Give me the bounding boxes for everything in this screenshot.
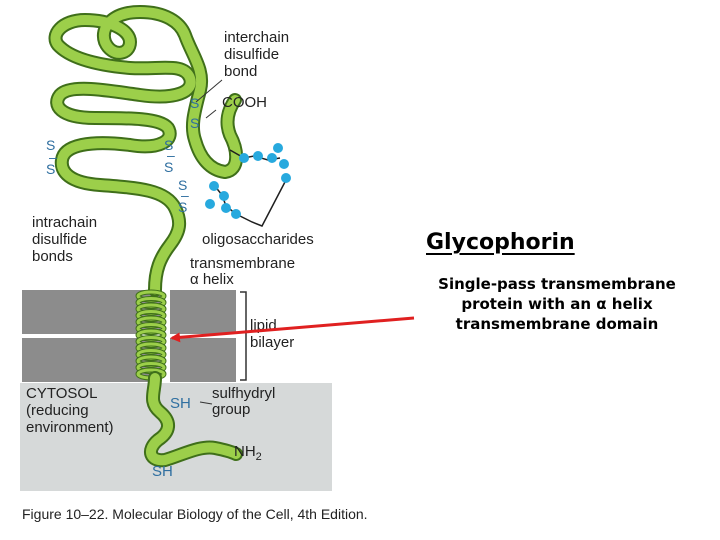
intrachain-s-3: S [164, 137, 173, 153]
disulfide-labels: S S S – S S – S S – S [46, 95, 199, 215]
membrane-block-bottom-right [170, 338, 236, 382]
sulfhydryl-label-2: group [212, 401, 250, 418]
pointer-arrow [170, 316, 415, 343]
cytosol-region [20, 383, 332, 491]
figure-caption: Figure 10–22. Molecular Biology of the C… [22, 506, 368, 522]
description: Single-pass transmembrane protein with a… [412, 274, 702, 334]
oligosaccharide-chains [205, 143, 291, 227]
intrachain-s-5: S [178, 177, 187, 193]
interchain-label-2: disulfide [224, 46, 279, 63]
intrachain-dash-1: – [49, 149, 57, 165]
sh-label-lower: SH [152, 463, 173, 480]
intrachain-label-2: disulfide [32, 231, 87, 248]
helix-label-1: transmembrane [190, 255, 295, 272]
description-line-3: transmembrane domain [455, 315, 659, 333]
bilayer-bracket [240, 291, 247, 381]
oligosaccharides-label: oligosaccharides [202, 231, 314, 248]
cytosolic-chain [144, 371, 243, 468]
intrachain-s-1: S [46, 137, 55, 153]
interchain-label-3: bond [224, 63, 257, 80]
helix-label-2: α helix [190, 271, 234, 288]
transmembrane-helix [135, 289, 167, 381]
cytosol-label-3: environment) [26, 419, 114, 436]
cytosol-label-1: CYTOSOL [26, 385, 97, 402]
diagram-labels: interchain disulfide bond COOH intrachai… [26, 29, 314, 480]
sh-label-upper: SH [170, 395, 191, 412]
nh2-label: NH2 [234, 443, 262, 463]
membrane-block-top-right [170, 290, 236, 334]
intrachain-s-4: S [164, 159, 173, 175]
extracellular-chain [48, 5, 244, 297]
interchain-s-top: S [190, 95, 199, 111]
intrachain-s-6: S [178, 199, 187, 215]
intrachain-label-3: bonds [32, 248, 73, 265]
intrachain-label-1: intrachain [32, 214, 97, 231]
cooh-label: COOH [222, 94, 267, 111]
glycophorin-title: Glycophorin [426, 230, 575, 255]
leader-lines [195, 79, 223, 405]
sugar-residues [205, 143, 291, 219]
description-line-2: protein with an α helix [461, 295, 653, 313]
intrachain-dash-3: – [167, 147, 175, 163]
interchain-s-bottom: S [190, 115, 199, 131]
intrachain-s-2: S [46, 161, 55, 177]
interchain-label-1: interchain [224, 29, 289, 46]
sulfhydryl-label-1: sulfhydryl [212, 385, 275, 402]
bilayer-label-2: bilayer [250, 334, 294, 351]
description-line-1: Single-pass transmembrane [438, 275, 676, 293]
intrachain-dash-5: – [181, 187, 189, 203]
cytosol-label-2: (reducing [26, 402, 89, 419]
